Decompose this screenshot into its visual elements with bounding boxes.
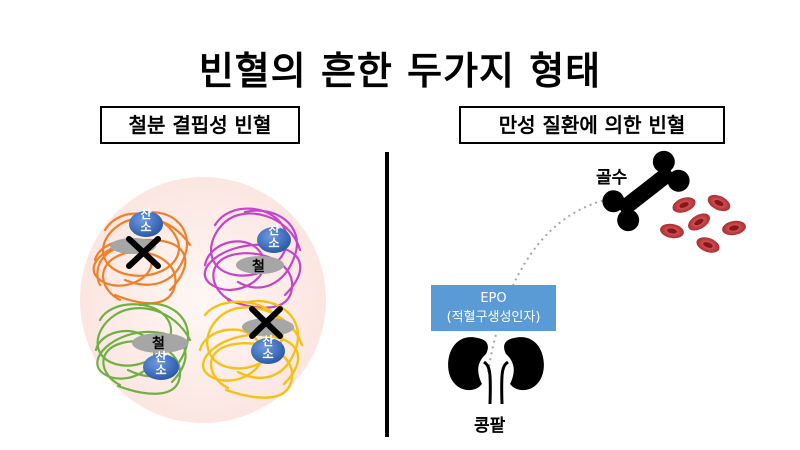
cross-mark — [126, 236, 161, 269]
red-blood-cell-icon — [688, 213, 710, 231]
epo-title: EPO — [480, 291, 507, 306]
page-title: 빈혈의 흔한 두가지 형태 — [198, 49, 602, 93]
iron-disc — [132, 333, 188, 353]
iron-disc — [236, 256, 284, 274]
oxygen-molecule — [257, 227, 291, 253]
red-blood-cell-icon — [722, 220, 746, 236]
oxygen-molecule — [143, 354, 179, 380]
kidney-label: 콩팥 — [474, 416, 506, 436]
epo-box: EPO (적혈구생성인자) — [431, 285, 556, 331]
red-blood-cell-icon — [696, 237, 720, 253]
bone-icon — [602, 150, 690, 232]
bone-marrow-label: 골수 — [596, 168, 628, 188]
red-blood-cell-icon — [660, 223, 684, 239]
panel-divider — [385, 152, 389, 437]
right-panel-label: 만성 질환에 의한 빈혈 — [459, 106, 725, 144]
red-blood-cell-icon — [707, 194, 731, 212]
iron-label: 철 — [152, 336, 165, 352]
iron-label: 철 — [252, 259, 265, 275]
left-panel-label: 철분 결핍성 빈혈 — [100, 106, 300, 144]
red-blood-cell-icon — [672, 197, 696, 213]
oxygen-molecule — [251, 338, 285, 364]
epo-subtitle: (적혈구생성인자) — [446, 310, 541, 325]
kidney-icon — [448, 337, 544, 405]
oxygen-molecule — [129, 211, 163, 237]
epo-path-dotted — [487, 199, 606, 373]
cross-mark — [249, 306, 283, 339]
red-blood-cells — [660, 194, 746, 253]
